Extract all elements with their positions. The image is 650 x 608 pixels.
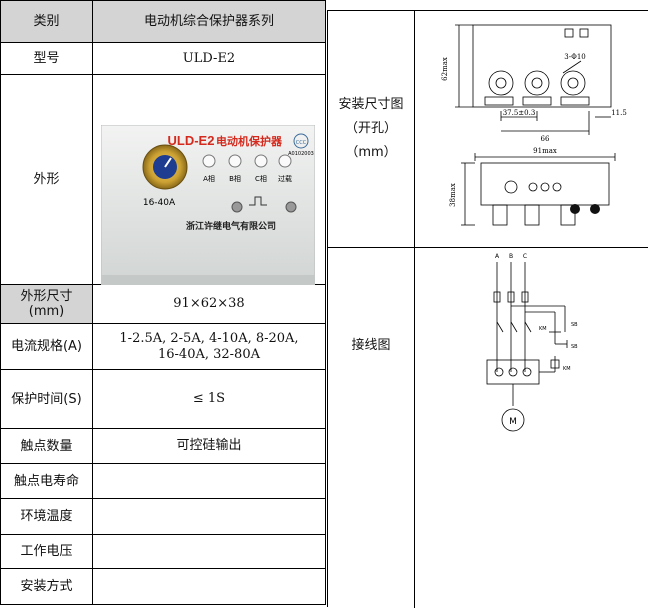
wiring-diagram: A B C KM SB SB KM M	[486, 253, 578, 432]
phase-label: C相	[255, 174, 267, 183]
row-temperature: 环境温度	[1, 499, 325, 535]
row-label: 触点电寿命	[1, 464, 93, 498]
button1-label: SB	[571, 322, 578, 328]
dim-depth: 38max	[449, 183, 457, 207]
cert-text: CCC	[296, 140, 307, 146]
maker-text: 浙江许继电气有限公司	[186, 220, 276, 232]
device-name-text: 电动机保护器	[216, 134, 283, 148]
dim-hole: 3-Φ10	[564, 53, 585, 61]
ccc-mark	[293, 133, 309, 149]
row-label: 工作电压	[1, 535, 93, 568]
dimension-drawing: 62max 3-Φ10 37.5±0.3 66 11.5 91max 38max	[441, 24, 627, 226]
row-value	[93, 535, 325, 568]
contactor-label: KM	[539, 326, 547, 332]
phase-c-label: C	[523, 253, 527, 260]
row-label: 型号	[1, 43, 93, 74]
row-value: 91×62×38	[93, 285, 325, 323]
wiring-label: 接线图	[328, 248, 415, 608]
row-model: 型号 ULD-E2	[1, 43, 325, 75]
waveform-icon	[249, 196, 267, 206]
row-dimensions: 外形尺寸(mm) 91×62×38	[1, 285, 325, 324]
row-voltage: 工作电压	[1, 535, 325, 569]
button2-label: SB	[571, 344, 578, 350]
row-label: 电流规格(A)	[1, 324, 93, 369]
dim-span: 66	[541, 135, 550, 143]
row-label: 触点数量	[1, 429, 93, 463]
row-value: 1-2.5A, 2-5A, 4-10A, 8-20A,16-40A, 32-80…	[119, 330, 299, 362]
row-value: ≤ 1S	[192, 391, 226, 406]
row-label: 环境温度	[1, 499, 93, 534]
install-label: 安装尺寸图 （开孔） （mm）	[328, 11, 415, 247]
row-value	[93, 499, 325, 534]
row-value: ULD-E2 电动机保护器 16-40A A相 B相 C相 过载 CCC A	[93, 75, 325, 293]
phase-b-label: B	[509, 253, 513, 260]
coil-label: KM	[563, 366, 571, 372]
phase-label: 过载	[278, 174, 292, 183]
install-row: 安装尺寸图 （开孔） （mm）	[328, 11, 648, 248]
row-label: 保护时间(S)	[1, 370, 93, 428]
device-model-text: ULD-E2	[168, 133, 215, 148]
row-appearance: 外形 ULD-E2 电动机保护器 16-40A	[1, 75, 325, 293]
row-contacts: 触点数量 可控硅输出	[1, 429, 325, 464]
header-label: 类别	[1, 1, 93, 42]
phase-label: B相	[229, 174, 241, 183]
row-label: 外形	[1, 75, 93, 284]
dim-edge: 11.5	[611, 109, 627, 117]
row-label: 外形尺寸(mm)	[1, 285, 93, 323]
motor-label: M	[509, 417, 517, 427]
row-mounting: 安装方式	[1, 569, 325, 604]
spec-table: 类别 电动机综合保护器系列 型号 ULD-E2 外形 ULD-E2 电动机保	[0, 0, 326, 605]
row-value: ULD-E2	[182, 50, 236, 66]
device-photo: ULD-E2 电动机保护器 16-40A A相 B相 C相 过载 CCC A	[101, 125, 315, 293]
range-text: 16-40A	[143, 198, 176, 208]
dim-height: 62max	[441, 57, 449, 81]
row-value	[93, 464, 325, 498]
row-value	[93, 569, 325, 604]
dim-pitch: 37.5±0.3	[503, 109, 536, 117]
dim-width: 91max	[533, 147, 557, 155]
row-current: 电流规格(A) 1-2.5A, 2-5A, 4-10A, 8-20A,16-40…	[1, 324, 325, 370]
install-drawing: 62max 3-Φ10 37.5±0.3 66 11.5 91max 38max	[415, 11, 648, 247]
wiring-row: 接线图 A	[328, 248, 648, 608]
header-value: 电动机综合保护器系列	[143, 13, 274, 29]
row-label: 安装方式	[1, 569, 93, 604]
table-header: 类别 电动机综合保护器系列	[1, 1, 325, 43]
cert-code: A0102003	[288, 151, 314, 157]
row-value: 可控硅输出	[176, 438, 242, 453]
wiring-drawing: A B C KM SB SB KM M	[415, 248, 648, 608]
row-contact-life: 触点电寿命	[1, 464, 325, 499]
phase-label: A相	[203, 174, 215, 183]
row-protect-time: 保护时间(S) ≤ 1S	[1, 370, 325, 429]
phase-a-label: A	[495, 253, 500, 260]
indicator-leds	[202, 154, 292, 168]
drawings-panel: 安装尺寸图 （开孔） （mm）	[327, 10, 648, 608]
